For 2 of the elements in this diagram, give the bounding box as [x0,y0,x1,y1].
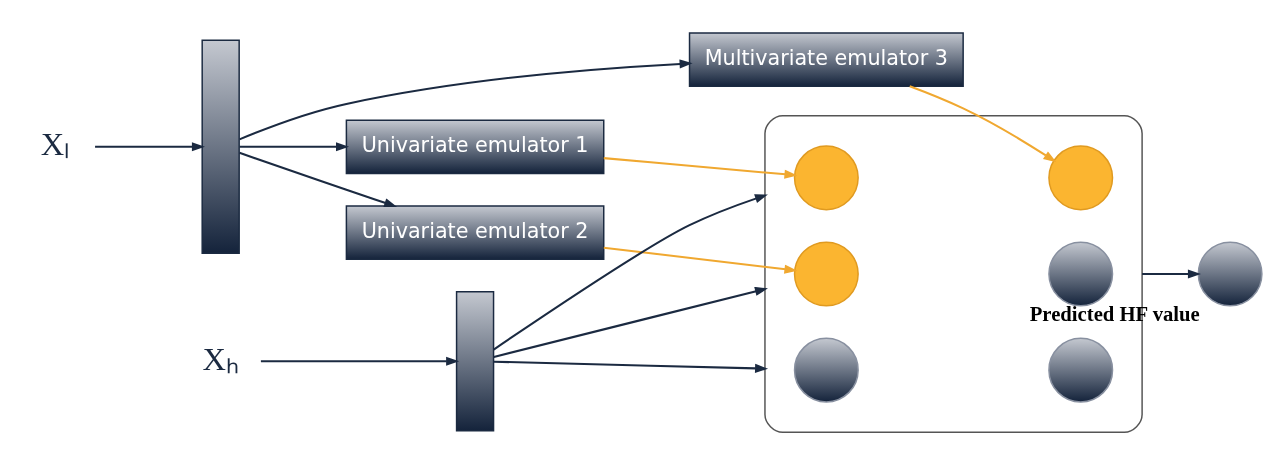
node-text: Xₕ [202,340,239,377]
node-text: Xₗ [40,125,70,162]
